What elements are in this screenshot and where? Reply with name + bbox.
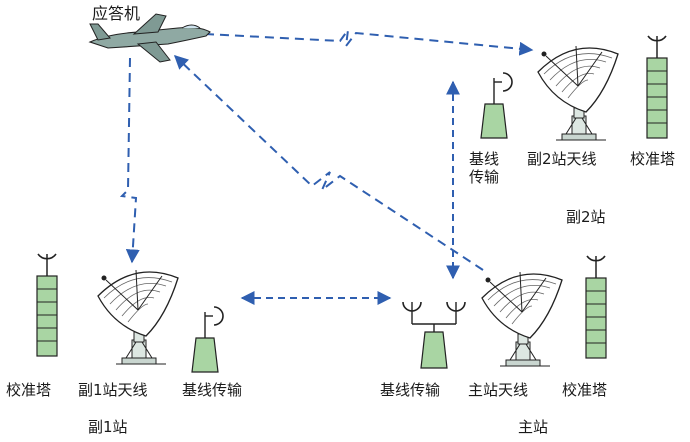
sub2-baseline-equipment: [480, 72, 513, 139]
sub2-tower-icon: [646, 35, 668, 139]
main-antenna-label: 主站天线: [468, 381, 529, 399]
sub2-station-label: 副2站: [566, 208, 606, 226]
main-baseline-equipment: [402, 301, 466, 369]
sub1-baseline-equipment: [191, 306, 224, 373]
main-tower-icon: [585, 255, 607, 359]
sub2-antenna-label: 副2站天线: [527, 150, 597, 168]
main-tower-label: 校准塔: [562, 381, 608, 399]
sub2-antenna-icon: [537, 45, 619, 141]
sub1-antenna-icon: [97, 269, 179, 365]
main-antenna-icon: [481, 271, 563, 367]
link-aircraft-to-sub2: [204, 29, 534, 56]
sub2-tower-label: 校准塔: [630, 150, 676, 168]
sub1-antenna-label: 副1站天线: [78, 381, 148, 399]
sub2-baseline-label: 基线传输: [468, 150, 499, 186]
sub1-tower-icon: [36, 253, 58, 357]
link-main-to-aircraft: [173, 55, 484, 271]
main-baseline-label: 基线传输: [380, 381, 441, 399]
sub1-tower-label: 校准塔: [6, 381, 52, 399]
main-station-label: 主站: [518, 418, 549, 436]
sub1-station-label: 副1站: [88, 418, 128, 436]
link-aircraft-to-sub1: [119, 57, 140, 264]
aircraft-label: 应答机: [92, 4, 141, 23]
aircraft-icon: [88, 13, 211, 63]
sub1-baseline-label: 基线传输: [182, 381, 243, 399]
